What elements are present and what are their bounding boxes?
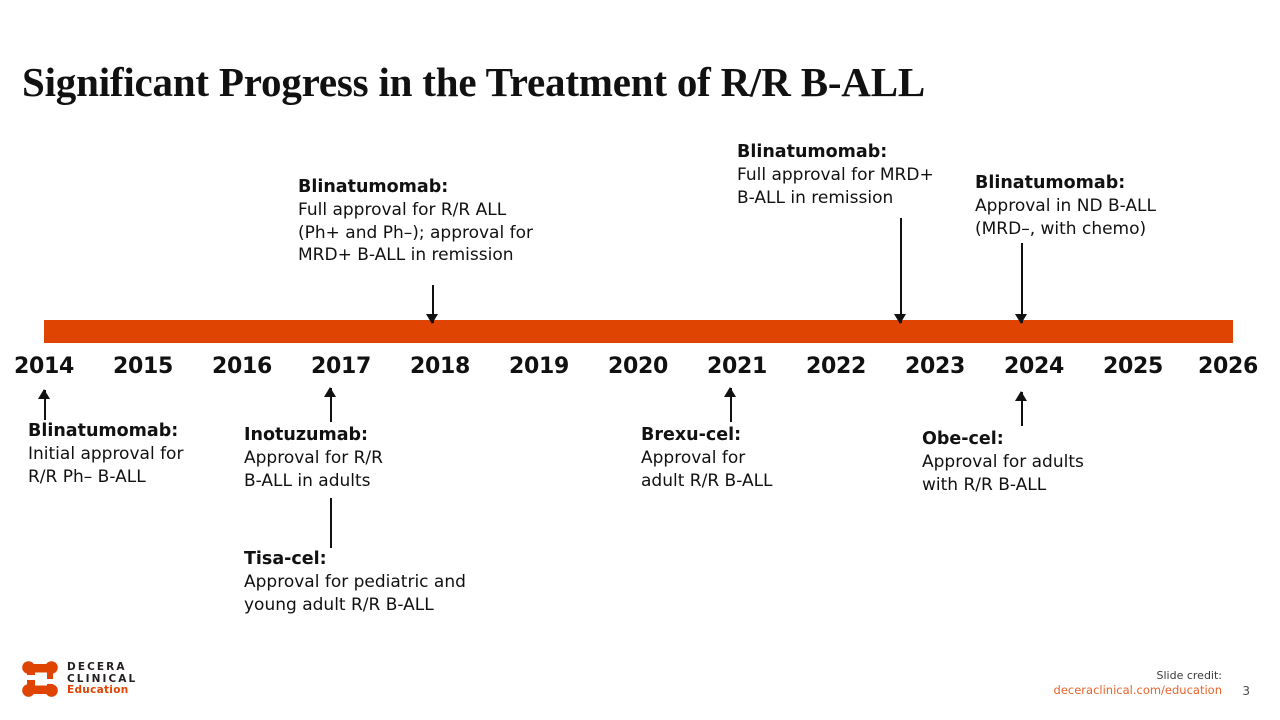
slide-credit-url[interactable]: deceraclinical.com/education: [1053, 683, 1222, 697]
year-label-2025: 2025: [1102, 354, 1164, 379]
annotation-title: Blinatumomab:: [298, 177, 449, 197]
arrow-head-icon: [1015, 314, 1027, 324]
arrow-head-icon: [426, 314, 438, 324]
annotation-body-line: Approval for R/R: [244, 448, 383, 468]
arrow-head-icon: [724, 387, 736, 397]
annotation-body-line: with R/R B-ALL: [922, 474, 1047, 495]
annotation-obe-cel-2024: Obe-cel: Approval for adults with R/R B-…: [922, 428, 1132, 496]
year-label-2020: 2020: [607, 354, 669, 379]
year-label-2022: 2022: [805, 354, 867, 379]
arrow-stem: [900, 218, 902, 323]
annotation-body: Approval for pediatric and young adult R…: [244, 571, 534, 616]
year-label-2019: 2019: [508, 354, 570, 379]
connector-arrow-2024-down: [1015, 243, 1028, 324]
annotation-body: Approval for adult R/R B-ALL: [641, 447, 841, 492]
annotation-title: Inotuzumab:: [244, 425, 369, 445]
arrow-stem: [1021, 392, 1023, 426]
arrow-stem: [1021, 243, 1023, 323]
annotation-blinatumomab-2018: Blinatumomab: Full approval for R/R ALL …: [298, 176, 578, 267]
slide-credit: Slide credit: deceraclinical.com/educati…: [1054, 668, 1222, 698]
timeline-bar: [44, 320, 1233, 343]
connector-arrow-2021-up: [724, 387, 737, 422]
connector-arrow-2018-down: [426, 285, 439, 324]
annotation-brexu-cel-2021: Brexu-cel: Approval for adult R/R B-ALL: [641, 424, 841, 492]
arrow-stem: [432, 285, 434, 323]
annotation-body-line: Initial approval for: [28, 444, 184, 464]
arrow-head-icon: [38, 389, 50, 399]
arrow-stem: [330, 388, 332, 422]
arrow-head-icon: [1015, 391, 1027, 401]
connector-arrow-2023-down: [894, 218, 907, 324]
annotation-blinatumomab-2014: Blinatumomab: Initial approval for R/R P…: [28, 420, 238, 488]
year-label-2016: 2016: [211, 354, 273, 379]
annotation-body-line: Approval for pediatric and: [244, 572, 466, 592]
annotation-body-line: Full approval for MRD+: [737, 165, 934, 185]
arrow-head-icon: [894, 314, 906, 324]
annotation-body-line: young adult R/R B-ALL: [244, 594, 434, 615]
annotation-body-line: Approval for adults: [922, 452, 1084, 472]
annotation-blinatumomab-2024: Blinatumomab: Approval in ND B-ALL (MRD–…: [975, 172, 1215, 240]
page-number: 3: [1242, 684, 1250, 698]
arrow-head-icon: [324, 387, 336, 397]
annotation-body-line: Full approval for R/R ALL: [298, 200, 507, 220]
annotation-title: Obe-cel:: [922, 429, 1004, 449]
connector-line-tisa-cel: [324, 498, 337, 548]
annotation-title: Blinatumomab:: [975, 173, 1126, 193]
annotation-body-line: B-ALL in remission: [737, 187, 894, 208]
brand-logo-text: DECERA CLINICAL Education: [67, 661, 137, 697]
annotation-title: Brexu-cel:: [641, 425, 742, 445]
year-label-2023: 2023: [904, 354, 966, 379]
annotation-body-line: adult R/R B-ALL: [641, 470, 773, 491]
year-label-2015: 2015: [112, 354, 174, 379]
year-label-2018: 2018: [409, 354, 471, 379]
annotation-body: Approval for adults with R/R B-ALL: [922, 451, 1132, 496]
annotation-body-line: Approval for: [641, 448, 746, 468]
annotation-body-line: (MRD–, with chemo): [975, 218, 1147, 239]
annotation-body: Approval for R/R B-ALL in adults: [244, 447, 444, 492]
annotation-body: Full approval for R/R ALL (Ph+ and Ph–);…: [298, 199, 578, 267]
annotation-body-line: R/R Ph– B-ALL: [28, 466, 146, 487]
annotation-body: Approval in ND B-ALL (MRD–, with chemo): [975, 195, 1215, 240]
decera-logo-icon: [22, 661, 58, 697]
annotation-tisa-cel-2017: Tisa-cel: Approval for pediatric and you…: [244, 548, 534, 616]
slide-credit-label: Slide credit:: [1156, 669, 1223, 682]
connector-arrow-2017-up: [324, 387, 337, 422]
brand-logo: DECERA CLINICAL Education: [22, 660, 137, 698]
connector-arrow-2014-up: [38, 389, 51, 420]
arrow-stem: [44, 390, 46, 420]
connector-arrow-2024-up: [1015, 391, 1028, 426]
arrow-stem: [730, 388, 732, 422]
annotation-blinatumomab-2023: Blinatumomab: Full approval for MRD+ B-A…: [737, 141, 967, 209]
year-label-2021: 2021: [706, 354, 768, 379]
annotation-title: Tisa-cel:: [244, 549, 327, 569]
annotation-title: Blinatumomab:: [737, 142, 888, 162]
logo-line-3: Education: [67, 684, 129, 697]
annotation-title: Blinatumomab:: [28, 421, 179, 441]
annotation-body-line: (Ph+ and Ph–); approval for: [298, 222, 533, 243]
year-label-2024: 2024: [1003, 354, 1065, 379]
logo-line-1: DECERA: [67, 661, 127, 674]
annotation-body-line: B-ALL in adults: [244, 470, 371, 491]
annotation-body-line: MRD+ B-ALL in remission: [298, 245, 514, 265]
year-label-2026: 2026: [1197, 354, 1259, 379]
arrow-stem: [330, 498, 332, 548]
year-label-2014: 2014: [13, 354, 75, 379]
annotation-body-line: Approval in ND B-ALL: [975, 196, 1156, 216]
annotation-inotuzumab-2017: Inotuzumab: Approval for R/R B-ALL in ad…: [244, 424, 444, 492]
logo-line-2: CLINICAL: [67, 672, 138, 685]
page-title: Significant Progress in the Treatment of…: [22, 59, 925, 105]
annotation-body: Initial approval for R/R Ph– B-ALL: [28, 443, 238, 488]
annotation-body: Full approval for MRD+ B-ALL in remissio…: [737, 164, 967, 209]
year-label-2017: 2017: [310, 354, 372, 379]
